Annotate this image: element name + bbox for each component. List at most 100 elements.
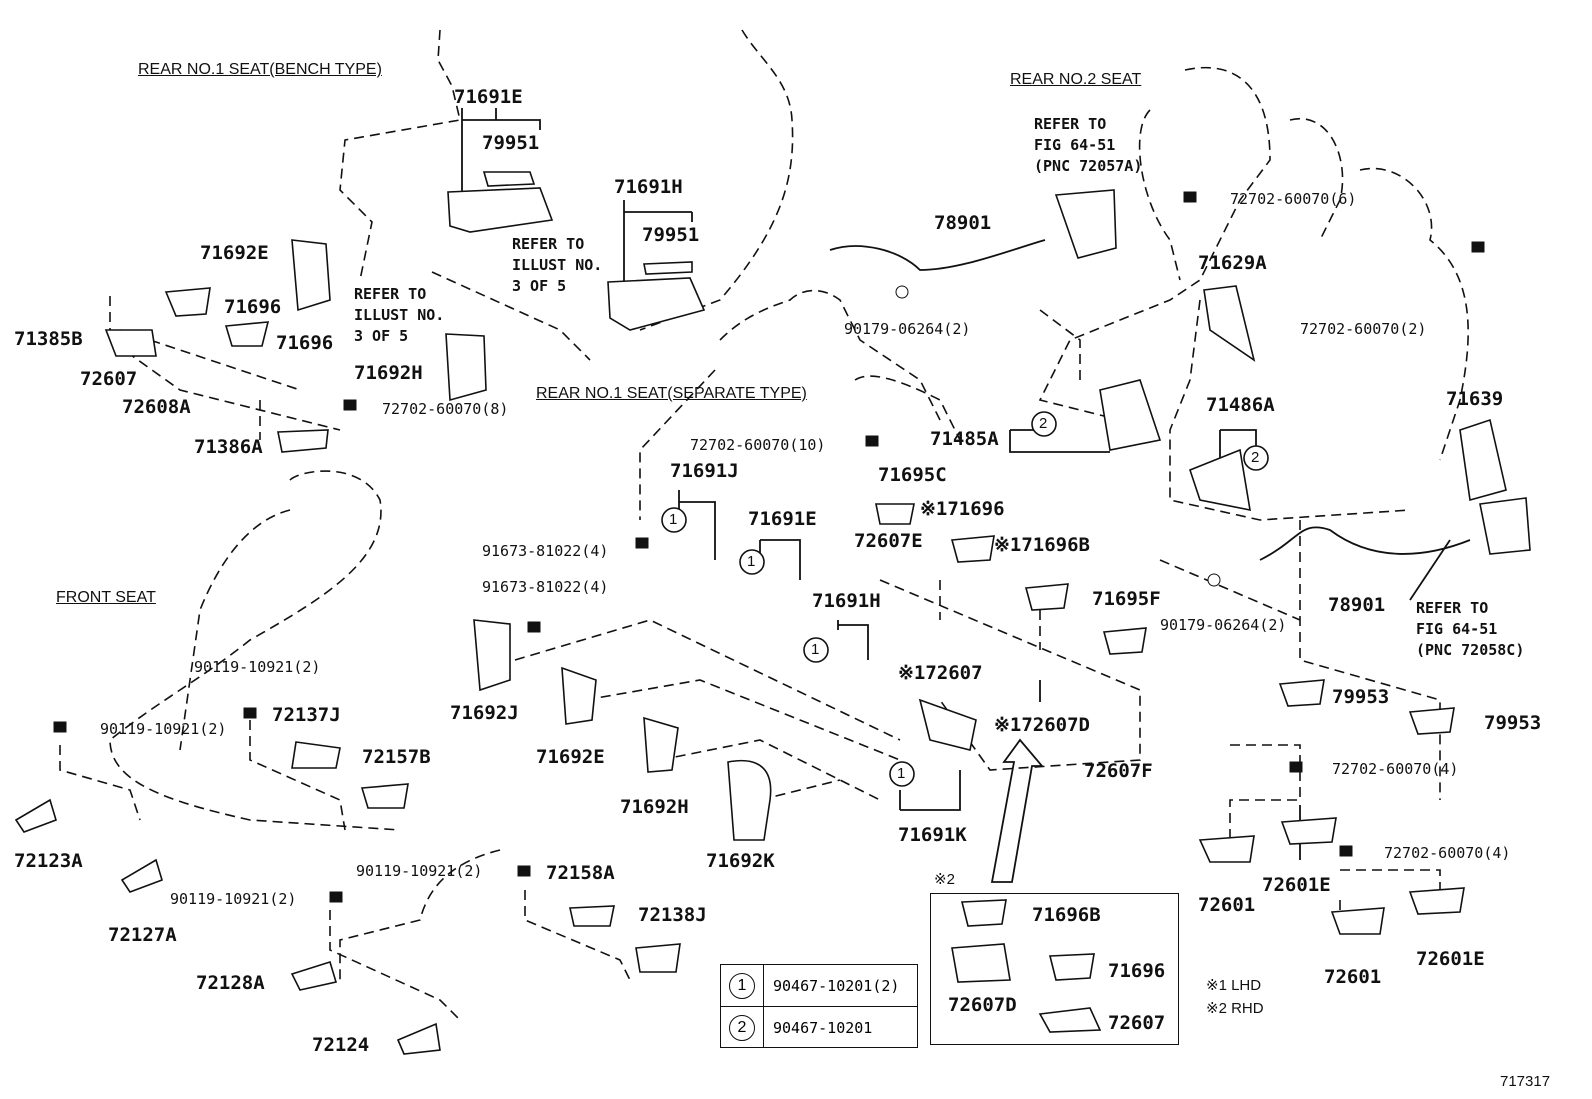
part-label: 79951: [482, 132, 540, 154]
diagram-id: 717317: [1500, 1073, 1551, 1090]
part-label: 72607: [80, 368, 138, 390]
part-72601-a: [1198, 835, 1255, 863]
part-72057A-bracket: [1054, 189, 1117, 259]
bolt-icon: [1183, 191, 1197, 203]
bolt-icon: [1471, 241, 1485, 253]
part-71696B-lhd: [1024, 583, 1069, 611]
part-label: 79953: [1484, 712, 1542, 734]
section-rear-no2: REAR NO.2 SEAT: [1010, 71, 1142, 88]
section-front: FRONT SEAT: [56, 589, 156, 606]
fastener-label: 91673-81022(4): [482, 578, 609, 596]
cable-78901-b: [1259, 526, 1471, 561]
part-71692K: [727, 759, 772, 841]
part-label: 72601: [1198, 894, 1256, 916]
part-label: 71692H: [354, 362, 423, 384]
part-label: 72127A: [108, 924, 177, 946]
part-71696-box: [1048, 953, 1095, 981]
part-label: 72137J: [272, 704, 341, 726]
bolt-icon: [329, 891, 343, 903]
fastener-label: 90119-10921(2): [170, 890, 297, 908]
part-71696B-box: [960, 899, 1007, 927]
bench-seat-outline: [339, 29, 461, 281]
part-71696-b: [224, 321, 270, 347]
nut-icon: [895, 285, 909, 299]
rhd-box-marker: ※2: [934, 871, 955, 888]
callout-1: 1: [669, 511, 678, 528]
bolt-icon: [527, 621, 541, 633]
rhd-parts-box: [930, 893, 1179, 1045]
part-label: 71691E: [748, 508, 817, 530]
part-label: 72157B: [362, 746, 431, 768]
bolt-icon: [517, 865, 531, 877]
front-seat-outline: [109, 470, 401, 831]
rear-no2-outline: [1038, 66, 1271, 431]
part-label: 71691J: [670, 460, 739, 482]
part-label: 71639: [1446, 388, 1504, 410]
refer-illust-b: REFER TO ILLUST NO. 3 OF 5: [512, 235, 603, 295]
part-label: 72158A: [546, 862, 615, 884]
legend-row: 1 90467-10201(2): [721, 965, 917, 1006]
part-72157B: [360, 783, 409, 809]
part-71696-lhd: [950, 535, 995, 563]
part-79951-b: [643, 261, 693, 275]
fastener-label: 90119-10921(2): [356, 862, 483, 880]
part-72607D-box: [951, 943, 1011, 983]
part-72137J: [291, 741, 341, 769]
part-label: 78901: [1328, 594, 1386, 616]
part-71692J: [473, 619, 511, 692]
part-79953-a: [1278, 679, 1325, 707]
part-71385B: [104, 329, 157, 357]
part-label: 72607D: [948, 994, 1017, 1016]
fastener-label: 90119-10921(2): [194, 658, 321, 676]
nut-icon: [1207, 573, 1221, 587]
fastener-label: 72702-60070(6): [1230, 190, 1357, 208]
legend-divider: [763, 965, 764, 1006]
part-71639: [1459, 418, 1507, 502]
part-72607-box: [1038, 1007, 1102, 1033]
part-label: 71692K: [706, 850, 775, 872]
part-label: 71691H: [812, 590, 881, 612]
part-label: 71691E: [454, 86, 523, 108]
part-label: 71696: [224, 296, 282, 318]
part-72058C-bracket: [1479, 497, 1531, 555]
part-label: 72608A: [122, 396, 191, 418]
callout-2: 2: [1039, 415, 1048, 432]
bolt-icon: [1289, 761, 1303, 773]
part-label: 71385B: [14, 328, 83, 350]
part-72601E-a: [1280, 817, 1337, 845]
part-label: 71692E: [536, 746, 605, 768]
part-71692H-a: [445, 333, 487, 402]
part-label: ※171696B: [994, 534, 1090, 556]
part-71695C: [875, 503, 915, 525]
part-71629A: [1203, 285, 1256, 362]
fastener-label: 90179-06264(2): [844, 320, 971, 338]
part-label: 72607: [1108, 1012, 1166, 1034]
part-label: 71485A: [930, 428, 999, 450]
part-72128A: [290, 960, 338, 991]
part-label: 72607F: [1084, 760, 1153, 782]
bolt-icon: [1339, 845, 1353, 857]
part-label: ※172607D: [994, 714, 1090, 736]
part-71695F: [1102, 627, 1147, 655]
part-label: 71692J: [450, 702, 519, 724]
part-label: ※172607: [898, 662, 983, 684]
legend-num: 1: [729, 973, 755, 999]
callout-2: 2: [1251, 449, 1260, 466]
part-label: ※171696: [920, 498, 1005, 520]
part-label: 71695C: [878, 464, 947, 486]
bolt-icon: [243, 707, 257, 719]
rhd-arrow: [990, 738, 1044, 883]
part-71691K-bracket: [918, 698, 977, 751]
fastener-label: 72702-60070(10): [690, 436, 826, 454]
callout-1: 1: [897, 765, 906, 782]
part-71485A: [1099, 379, 1162, 451]
refer-fig-b: REFER TO FIG 64-51 (PNC 72058C): [1416, 599, 1525, 659]
part-72124: [396, 1022, 441, 1055]
part-71692E-b: [561, 666, 597, 725]
part-label: 71696: [276, 332, 334, 354]
separate-seat-outline: [719, 289, 941, 421]
part-72123A: [14, 798, 57, 833]
fastener-label: 90179-06264(2): [1160, 616, 1287, 634]
fastener-label: 72702-60070(2): [1300, 320, 1427, 338]
